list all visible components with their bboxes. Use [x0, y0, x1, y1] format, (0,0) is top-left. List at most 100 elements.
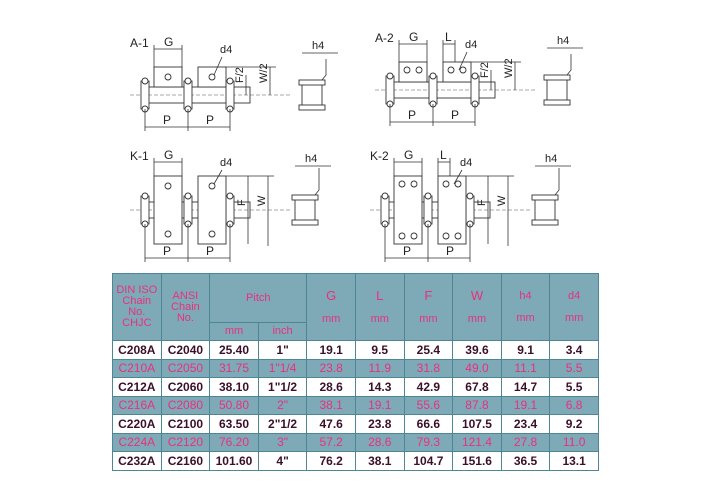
table-cell: C2060: [160, 377, 211, 397]
table-cell: 28.6: [354, 432, 405, 452]
table-cell: 42.9: [403, 377, 454, 397]
table-cell: 63.50: [209, 414, 259, 434]
table-cell: 121.4: [452, 432, 502, 452]
table-cell: C220A: [112, 414, 162, 434]
table-cell: C2040: [160, 340, 211, 360]
table-cell: 9.2: [549, 414, 599, 434]
dim-h4: h4: [545, 153, 557, 165]
dim-p: P: [408, 108, 416, 122]
table-cell: 19.1: [500, 395, 551, 415]
dim-f: F: [236, 199, 248, 206]
table-cell: 3": [257, 432, 308, 452]
table-cell: C2080: [160, 395, 211, 415]
table-cell: 4": [257, 451, 308, 471]
table-cell: 38.1: [306, 395, 356, 415]
table-cell: 19.1: [306, 340, 356, 360]
dim-g: G: [164, 35, 173, 49]
table-cell: 76.2: [306, 451, 356, 471]
dim-d4: d4: [220, 44, 232, 56]
table-cell: C208A: [112, 340, 162, 360]
dim-d4: d4: [220, 157, 232, 169]
dim-h4: h4: [305, 153, 317, 165]
table-cell: 87.8: [452, 395, 502, 415]
dim-p: P: [446, 244, 454, 258]
table-cell: 151.6: [452, 451, 502, 471]
table-cell: C2050: [160, 358, 211, 378]
table-cell: C210A: [112, 358, 162, 378]
table-cell: 28.6: [306, 377, 356, 397]
table-cell: C2120: [160, 432, 211, 452]
dim-p: P: [163, 113, 171, 127]
diagram-label: K-2: [370, 149, 389, 163]
table-cell: 1"1/2: [257, 377, 308, 397]
table-cell: 11.9: [354, 358, 405, 378]
dim-w: W/2: [503, 58, 515, 78]
table-cell: 9.1: [500, 340, 551, 360]
dim-d4: d4: [460, 157, 472, 169]
table-cell: 39.6: [452, 340, 502, 360]
table-cell: 107.5: [452, 414, 502, 434]
diagram-label: K-1: [130, 149, 149, 163]
diagram-label: A-2: [375, 31, 394, 45]
table-cell: C224A: [112, 432, 162, 452]
table-cell: C2100: [160, 414, 211, 434]
table-cell: 76.20: [209, 432, 259, 452]
table-cell: 36.5: [500, 451, 551, 471]
table-cell: 5.5: [549, 377, 599, 397]
dim-g: G: [404, 148, 413, 162]
dim-p: P: [206, 113, 214, 127]
table-cell: 23.8: [354, 414, 405, 434]
dim-d4: d4: [465, 39, 477, 51]
table-cell: 9.5: [354, 340, 405, 360]
header-pitch-mm: mm: [209, 322, 259, 341]
diagram-label: A-1: [130, 36, 149, 50]
table-cell: 1": [257, 340, 308, 360]
table-cell: 6.8: [549, 395, 599, 415]
table-cell: 2"1/2: [257, 414, 308, 434]
table-cell: 57.2: [306, 432, 356, 452]
dim-g: G: [164, 148, 173, 162]
table-cell: 31.75: [209, 358, 259, 378]
table-cell: 13.1: [549, 451, 599, 471]
table-cell: 47.6: [306, 414, 356, 434]
table-cell: 25.4: [403, 340, 454, 360]
table-cell: 5.5: [549, 358, 599, 378]
dim-f: F/2: [479, 62, 491, 78]
table-cell: 14.3: [354, 377, 405, 397]
table-cell: 67.8: [452, 377, 502, 397]
table-cell: 101.60: [209, 451, 259, 471]
table-cell: 11.1: [500, 358, 551, 378]
table-cell: 23.8: [306, 358, 356, 378]
table-cell: 3.4: [549, 340, 599, 360]
dim-p: P: [451, 108, 459, 122]
dim-w: W: [256, 195, 268, 206]
table-cell: 49.0: [452, 358, 502, 378]
table-cell: C2160: [160, 451, 211, 471]
header-pitch: Pitch: [209, 273, 308, 323]
table-cell: 104.7: [403, 451, 454, 471]
dim-l: L: [445, 30, 452, 44]
dim-w: W/2: [258, 63, 270, 83]
table-cell: 27.8: [500, 432, 551, 452]
dim-f: F/2: [234, 67, 246, 83]
dim-g: G: [409, 30, 418, 44]
table-cell: 14.7: [500, 377, 551, 397]
table-cell: 19.1: [354, 395, 405, 415]
